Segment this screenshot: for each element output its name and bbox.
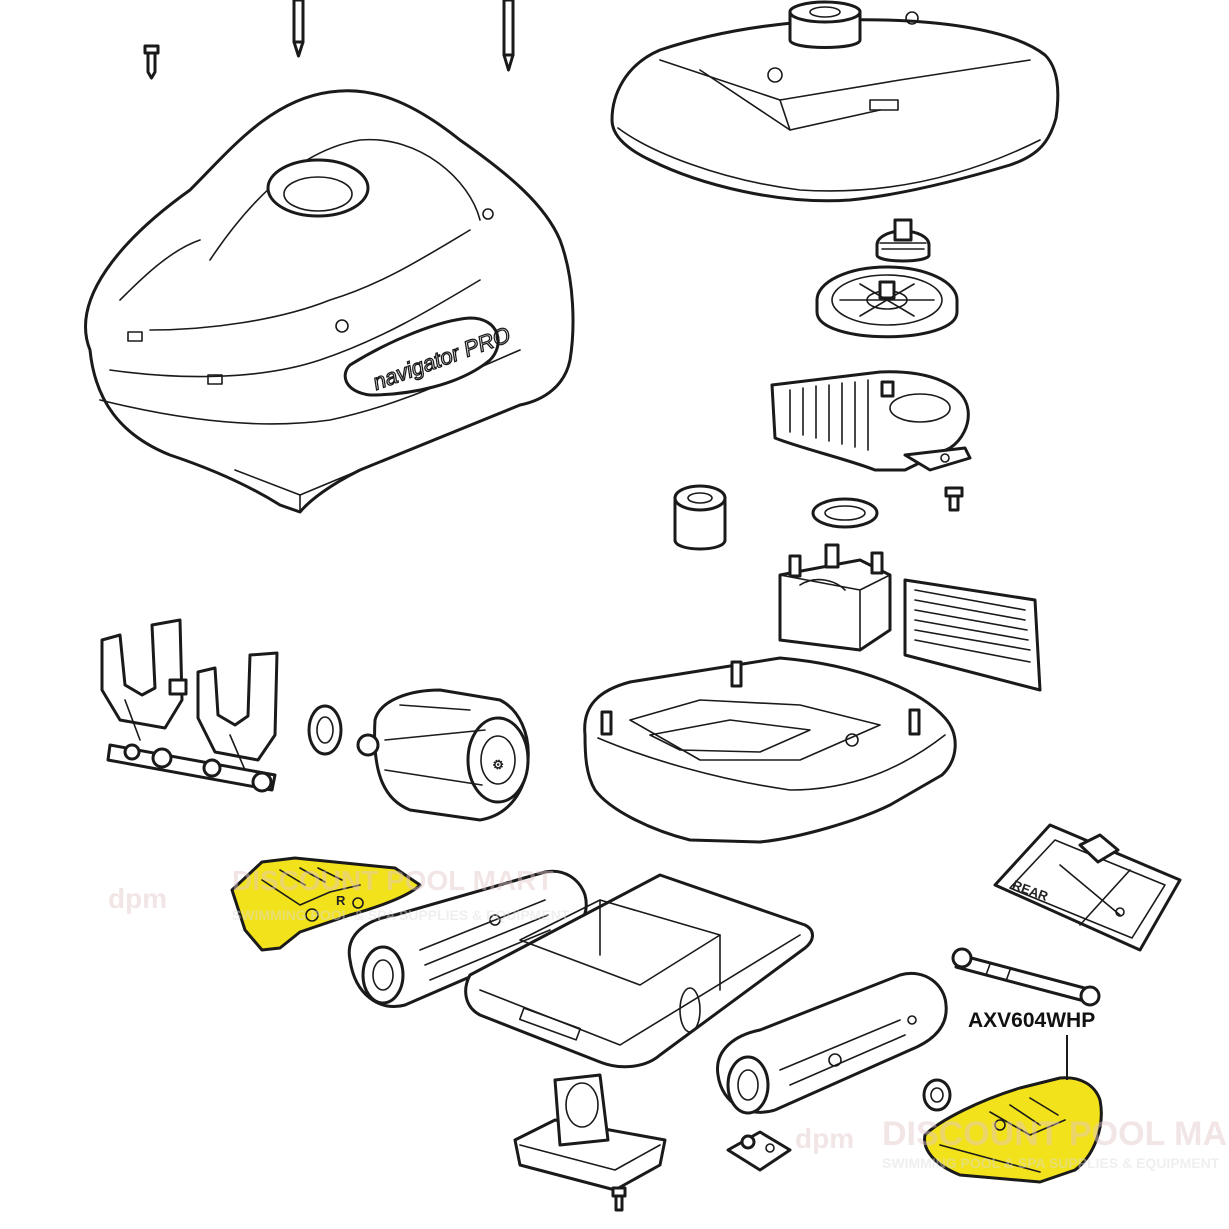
watermark-mark-right: dpm xyxy=(795,1123,854,1154)
highlighted-side-cover-right[interactable] xyxy=(923,1076,1103,1184)
o-ring xyxy=(811,497,879,529)
chassis-lid xyxy=(610,0,1060,203)
watermark-brand-left: DISCOUNT POOL MART xyxy=(232,865,553,896)
motor-housing xyxy=(770,370,972,472)
axle-rod xyxy=(951,947,1101,1007)
watermark-brand-right: DISCOUNT POOL MART xyxy=(882,1115,1229,1153)
part-number-label: AXV604WHP xyxy=(968,1009,1095,1032)
highlighted-side-cover-left[interactable]: R xyxy=(230,856,422,952)
watermark-tagline-right: SWIMMING POOL & SPA SUPPLIES & EQUIPMENT xyxy=(882,1155,1220,1171)
washer xyxy=(922,1078,952,1112)
chassis-base xyxy=(583,656,957,844)
swivel-mount xyxy=(513,1073,667,1192)
rear-tray: REAR xyxy=(993,823,1182,952)
part-callout: AXV604WHP xyxy=(968,1009,1095,1080)
grille xyxy=(903,578,1042,692)
watermark: dpm DISCOUNT POOL MART SWIMMING POOL & S… xyxy=(108,865,1229,1171)
drum-motor: ⚙ xyxy=(356,688,530,822)
fork-frame xyxy=(100,618,279,793)
watermark-mark-left: dpm xyxy=(108,883,167,914)
svg-text:R: R xyxy=(336,893,346,908)
side-panel-left xyxy=(347,869,588,1008)
motor-screw xyxy=(944,486,964,512)
bottom-frame xyxy=(464,873,814,1069)
gear-small xyxy=(875,218,931,263)
gear-large xyxy=(815,265,959,339)
side-panel-right xyxy=(716,972,948,1115)
top-cover: navigator PRO xyxy=(84,89,575,514)
small-bracket xyxy=(726,1130,792,1172)
control-box xyxy=(778,543,892,652)
shaft-nut xyxy=(307,704,343,756)
top-pins xyxy=(143,0,515,80)
mount-screw xyxy=(611,1186,627,1212)
watermark-tagline-left: SWIMMING POOL & SPA SUPPLIES & EQUIPMENT xyxy=(232,907,570,923)
bushing xyxy=(673,484,727,551)
